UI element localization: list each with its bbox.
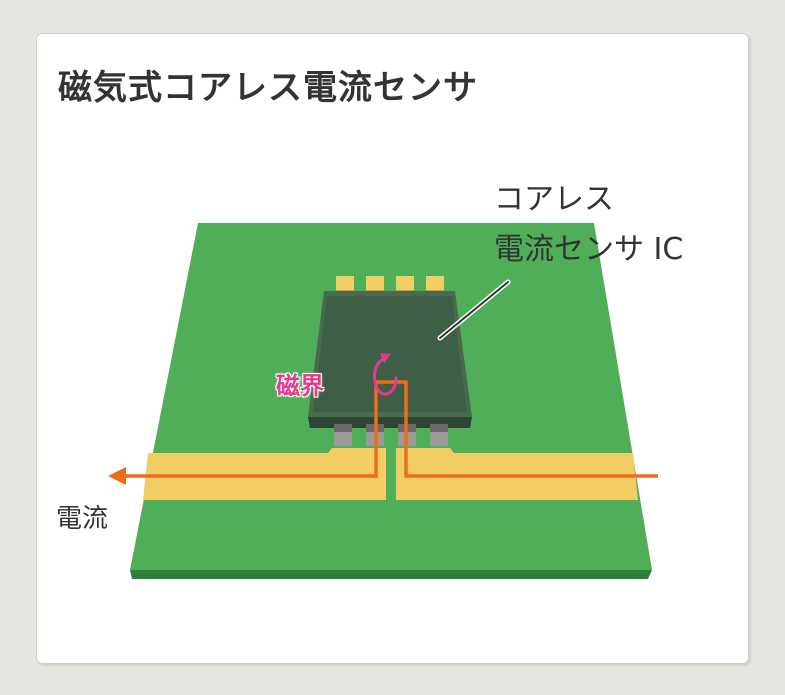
current-label: 電流 — [56, 504, 109, 534]
magnetic-field-swirl-icon — [373, 356, 398, 396]
current-arrowhead — [108, 467, 126, 485]
trace-right — [396, 448, 638, 500]
ic-label-line1: コアレス — [494, 182, 614, 217]
ic-label-line2: 電流センサ IC — [494, 232, 684, 267]
pcb-board-edge — [130, 570, 652, 579]
current-path — [120, 380, 658, 478]
trace-left — [143, 448, 386, 500]
diagram-title: 磁気式コアレス電流センサ — [58, 68, 478, 108]
magnetic-field-label: 磁界 — [276, 372, 324, 400]
